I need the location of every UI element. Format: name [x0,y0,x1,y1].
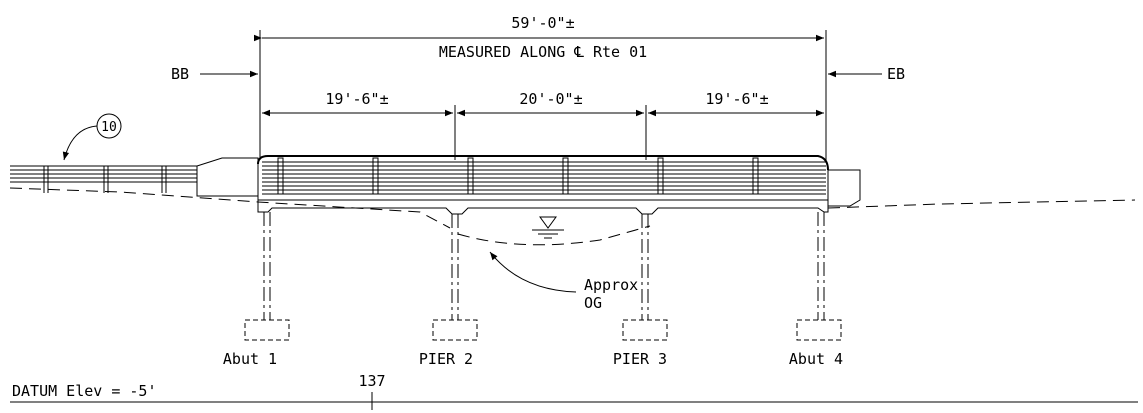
support-label: PIER 2 [419,350,473,368]
span-2-text: 20'-0"± [519,90,582,108]
begin-bridge-marker: BB [171,65,258,83]
approx-og-line1: Approx [584,276,638,294]
footing [244,319,290,341]
water-surface-icon [532,216,564,239]
span-dimensions: 19'-6"± 20'-0"± 19'-6"± [262,90,824,160]
ground-line-left [9,187,451,229]
station-label: 137 [358,372,385,390]
end-bridge-label: EB [887,65,905,83]
bridge-rail-posts [277,157,759,195]
datum-line: DATUM Elev = -5' 137 [10,372,1138,410]
approx-og-leader [489,251,577,293]
approx-og-line2: OG [584,294,602,312]
bridge-rail-lines [258,161,828,201]
support-label: Abut 4 [789,350,843,368]
approach-railing [10,157,259,197]
callout-10: 10 [62,113,122,161]
support-abut-1: Abut 1 [223,212,290,368]
water-triangle [539,216,557,229]
overall-dimension: 59'-0"± MEASURED ALONG ℄ Rte 01 [254,14,827,160]
ground-line-channel [457,225,651,246]
end-bridge-marker: EB [828,65,905,83]
callout-number: 10 [101,120,117,135]
support-pier-3: PIER 3 [613,214,668,368]
footing [432,319,478,341]
support-label: PIER 3 [613,350,667,368]
begin-bridge-label: BB [171,65,189,83]
callout-leader-arrow [62,125,98,161]
bridge-superstructure [257,155,861,215]
footing [622,319,668,341]
ground-line-right [827,199,1136,209]
right-approach-slab [828,169,861,207]
span-3-text: 19'-6"± [705,90,768,108]
bridge-deck-outline [257,164,829,215]
left-approach-slab [196,157,259,197]
measured-along-text: MEASURED ALONG ℄ Rte 01 [439,43,647,61]
support-label: Abut 1 [223,350,277,368]
footing [796,319,842,341]
support-abut-4: Abut 4 [789,212,843,368]
approx-og-note: Approx OG [489,251,638,312]
bridge-top-rail [257,155,829,171]
span-1-text: 19'-6"± [325,90,388,108]
overall-dimension-text: 59'-0"± [511,14,574,32]
support-pier-2: PIER 2 [419,214,478,368]
datum-label: DATUM Elev = -5' [12,382,157,400]
